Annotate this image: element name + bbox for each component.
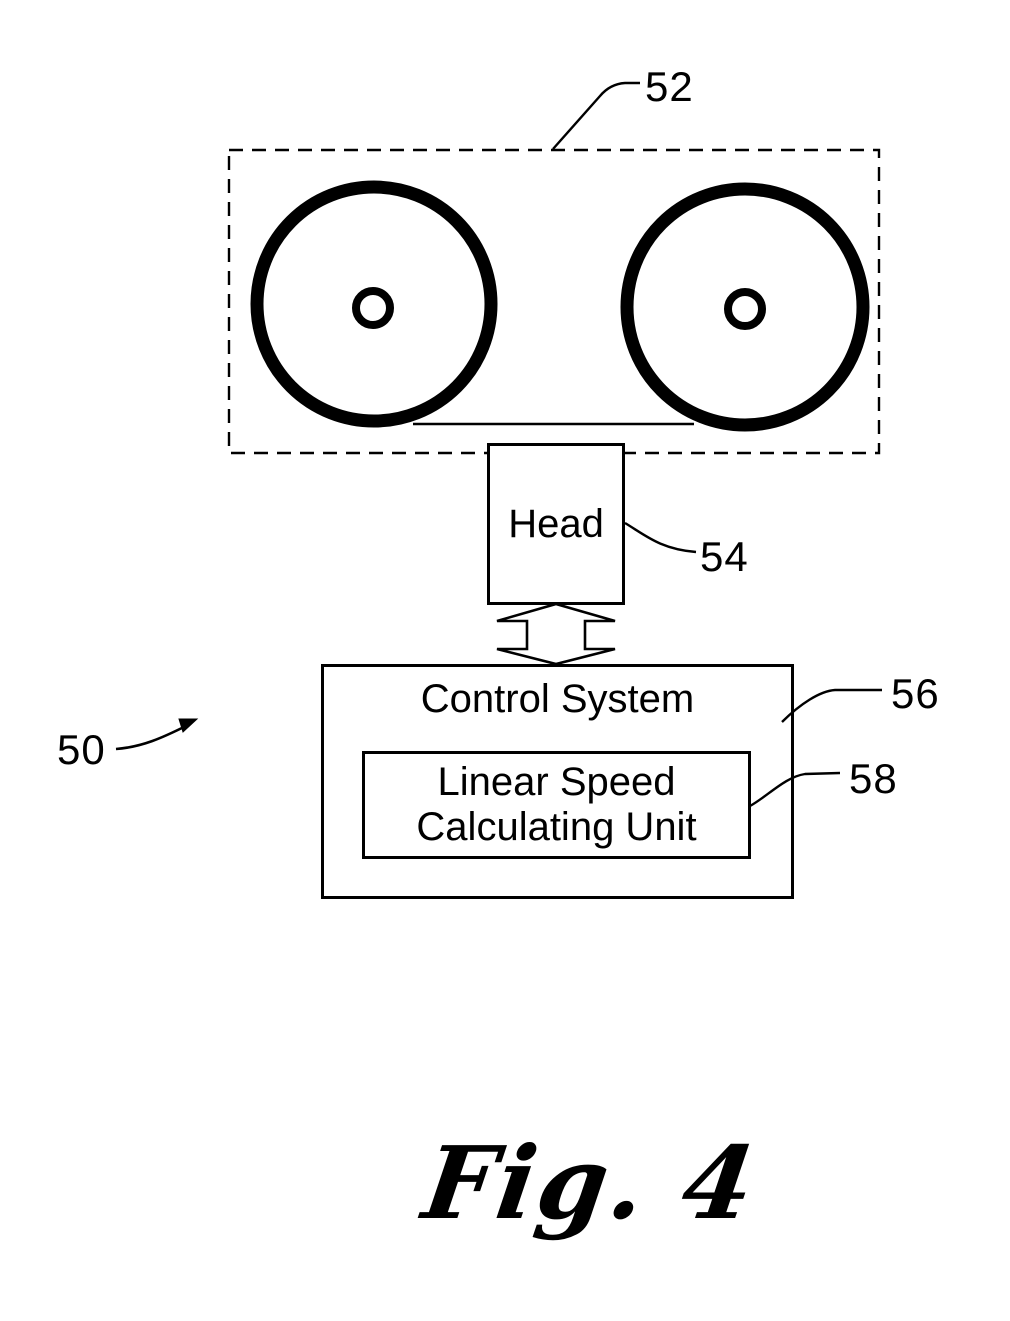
right-reel-hub	[724, 288, 766, 330]
control-system-box: Control System	[321, 664, 794, 899]
ref-50-arrowhead-icon	[178, 718, 199, 733]
linear-speed-unit-label-line2: Calculating Unit	[416, 805, 697, 849]
left-reel-hub	[352, 287, 394, 329]
ref-50-arrow-line	[115, 723, 189, 751]
head-box-label: Head	[508, 501, 604, 546]
linear-speed-calculating-unit-box: Linear Speed Calculating Unit	[362, 751, 751, 859]
leader-line-54	[624, 521, 697, 554]
head-box: Head	[487, 443, 625, 605]
leader-line-52	[552, 81, 640, 150]
control-system-label: Control System	[420, 677, 695, 721]
ref-label-50: 50	[57, 726, 106, 773]
linear-speed-unit-label-line1: Linear Speed	[437, 760, 676, 804]
leader-line-58	[749, 771, 841, 808]
ref-label-52: 52	[645, 63, 694, 110]
leader-line-56	[781, 688, 882, 723]
ref-label-54: 54	[700, 533, 749, 580]
ref-label-58: 58	[849, 755, 898, 802]
ref-label-56: 56	[891, 670, 940, 717]
